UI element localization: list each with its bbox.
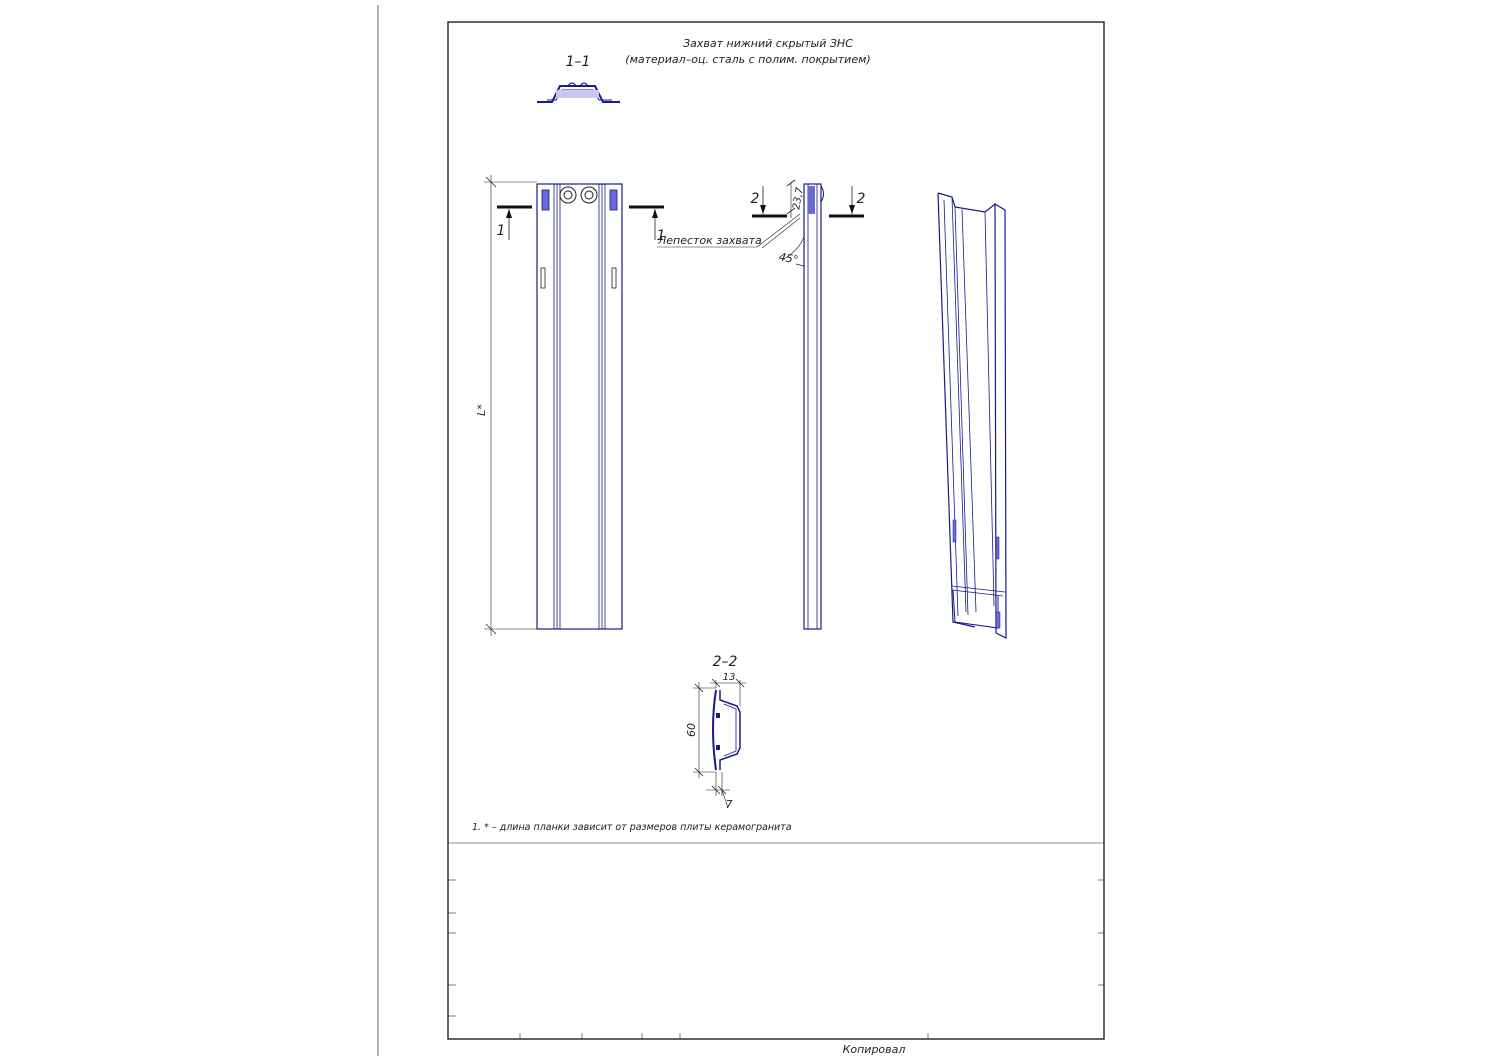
cut-2-markers [752, 186, 864, 218]
petal-callout-leader [657, 213, 801, 248]
title-line-2: (материал–оц. сталь с полим. покрытием) [625, 53, 870, 66]
cut-1-right-label: 1 [657, 228, 666, 244]
dim-7: 7 [726, 798, 733, 811]
section-2-2-dimensions [693, 678, 746, 809]
dim-60: 60 [685, 723, 698, 737]
cut-1-markers [497, 205, 664, 240]
cut-2-left-label: 2 [751, 191, 760, 207]
section-1-1-label: 1–1 [566, 54, 591, 70]
side-view [795, 183, 824, 630]
note-text: 1. * – длина планки зависит от размеров … [472, 822, 792, 833]
title-line-1: Захват нижний скрытый ЗНС [683, 37, 853, 50]
dim-23-7: 23,7 [791, 186, 806, 210]
copied-by-label: Копировал [843, 1043, 906, 1056]
petal-callout-label: Лепесток захвата [657, 234, 762, 247]
title-block [448, 842, 1104, 1039]
dimension-length [484, 175, 537, 636]
section-2-2-profile [712, 689, 741, 771]
front-view [536, 183, 623, 630]
frame-border [447, 21, 1105, 1040]
petal-dimensions [761, 179, 805, 261]
isometric-view [937, 192, 1007, 639]
length-label: L* [475, 404, 488, 416]
dim-angle: 45° [778, 250, 799, 266]
section-2-2-label: 2–2 [713, 654, 738, 670]
cut-2-right-label: 2 [857, 191, 866, 207]
cut-1-left-label: 1 [497, 223, 506, 239]
section-1-1-profile [537, 82, 620, 103]
dim-13: 13 [723, 672, 736, 683]
